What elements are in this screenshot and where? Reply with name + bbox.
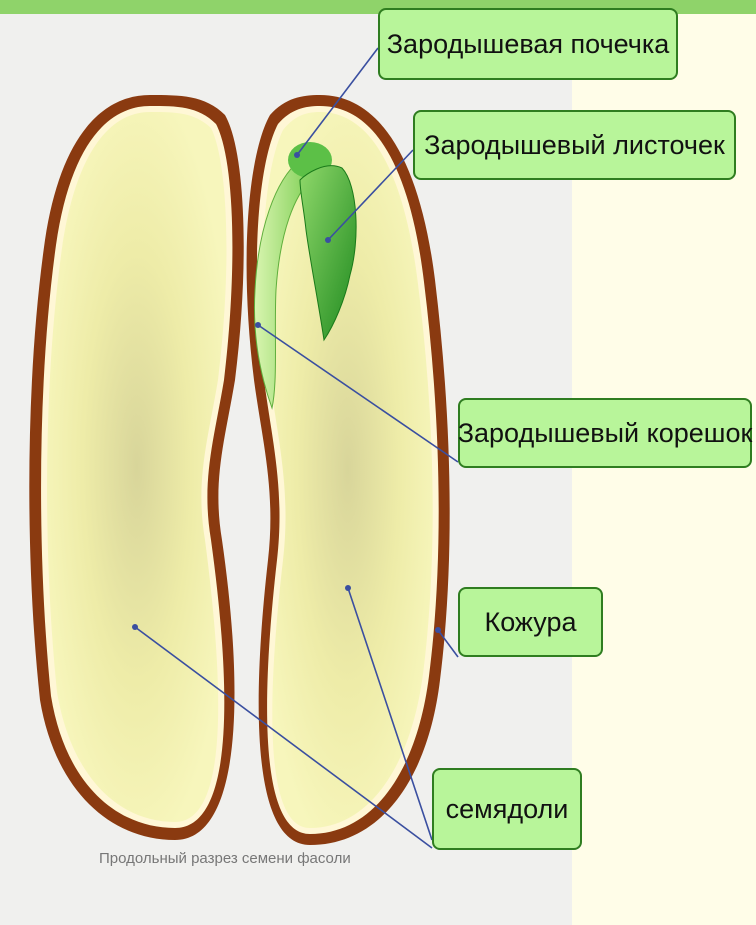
left-cotyledon: [47, 112, 226, 822]
label-plumule: Зародышевая почечка: [378, 8, 678, 80]
label-radicle-text: Зародышевый корешок: [458, 418, 753, 449]
label-embryonic-leaf-text: Зародышевый листочек: [424, 130, 725, 161]
label-plumule-text: Зародышевая почечка: [387, 29, 670, 60]
label-cotyledons: семядоли: [432, 768, 582, 850]
diagram-caption: Продольный разрез семени фасоли: [99, 850, 351, 867]
label-cotyledons-text: семядоли: [446, 794, 569, 825]
label-radicle: Зародышевый корешок: [458, 398, 752, 468]
label-seed-coat-text: Кожура: [484, 607, 576, 638]
label-seed-coat: Кожура: [458, 587, 603, 657]
label-embryonic-leaf: Зародышевый листочек: [413, 110, 736, 180]
